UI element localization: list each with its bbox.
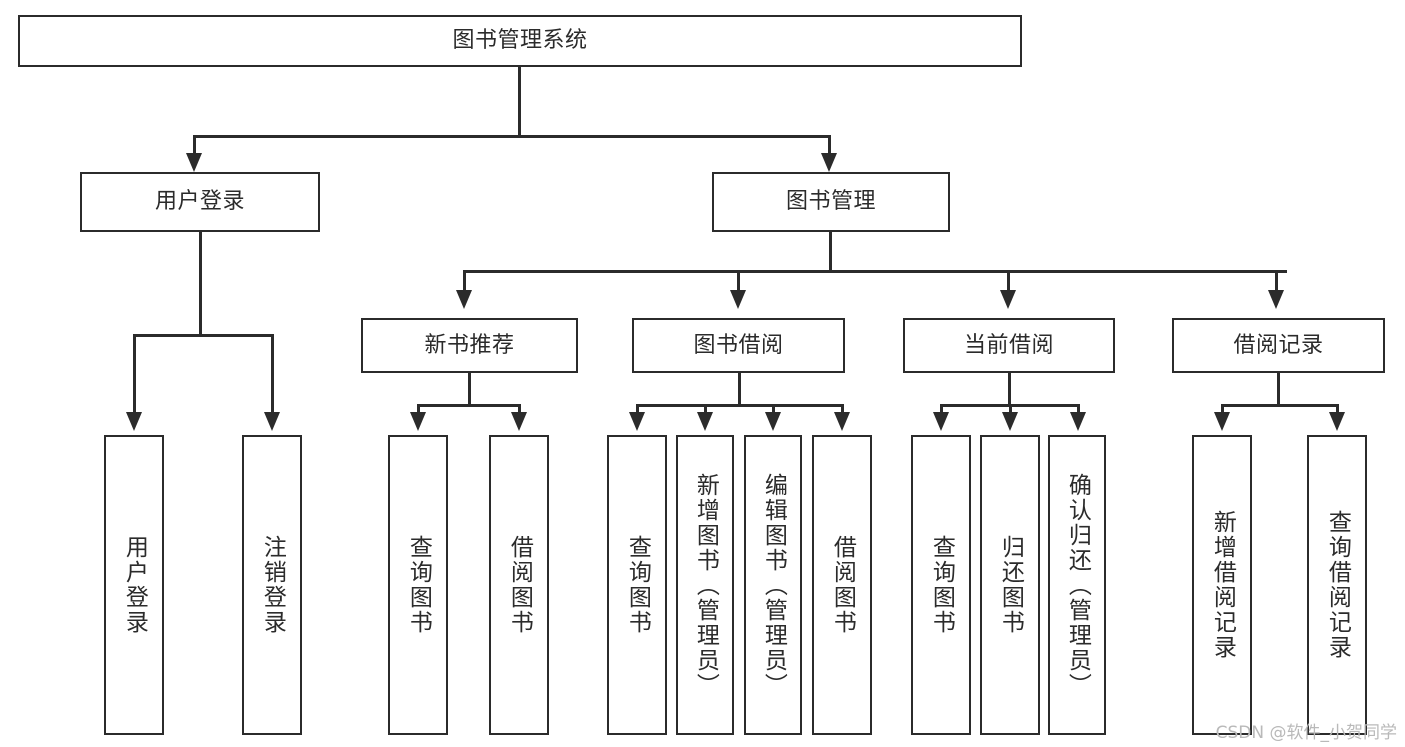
connector-book-manage-stem	[829, 232, 832, 272]
leaf-add-book-label: 新增图书（管理员）	[692, 472, 719, 698]
node-root[interactable]: 图书管理系统	[18, 15, 1022, 67]
leaf-return-book-label: 归还图书	[997, 535, 1024, 635]
connector-user-login-to-leaf1	[133, 334, 136, 419]
arrow-root-to-book-manage	[821, 153, 837, 172]
connector-br-to-leaf2	[1336, 404, 1339, 418]
arrow-bb-to-leaf2	[697, 412, 713, 431]
arrow-br-to-leaf2	[1329, 412, 1345, 431]
node-new-book-rec-label: 新书推荐	[424, 332, 515, 358]
connector-root-to-book-manage	[828, 135, 831, 161]
arrow-nbr-to-leaf2	[511, 412, 527, 431]
leaf-confirm-return[interactable]: 确认归还（管理员）	[1048, 435, 1106, 735]
node-root-label: 图书管理系统	[452, 28, 588, 54]
arrow-cb-to-leaf3	[1070, 412, 1086, 431]
leaf-logout-label: 注销登录	[259, 535, 286, 635]
connector-root-bus	[193, 135, 830, 138]
leaf-query-book-1-label: 查询图书	[405, 535, 432, 635]
connector-cb-to-leaf2	[1009, 404, 1012, 418]
arrow-bm-to-borrow-record	[1268, 290, 1284, 309]
leaf-query-book-3-label: 查询图书	[928, 535, 955, 635]
leaf-return-book[interactable]: 归还图书	[980, 435, 1040, 735]
leaf-edit-book-label: 编辑图书（管理员）	[760, 472, 787, 698]
connector-bb-bus	[636, 404, 841, 407]
node-book-manage[interactable]: 图书管理	[712, 172, 950, 232]
arrow-root-to-user-login	[186, 153, 202, 172]
node-current-borrow-label: 当前借阅	[963, 332, 1054, 358]
connector-user-login-to-leaf2	[271, 334, 274, 419]
connector-root-stem	[518, 67, 521, 137]
leaf-query-book-2-label: 查询图书	[624, 535, 651, 635]
node-new-book-rec[interactable]: 新书推荐	[361, 318, 578, 373]
leaf-logout[interactable]: 注销登录	[242, 435, 302, 735]
leaf-user-login[interactable]: 用户登录	[104, 435, 164, 735]
node-borrow-record-label: 借阅记录	[1233, 332, 1324, 358]
connector-bb-to-leaf1	[636, 404, 639, 418]
leaf-add-record[interactable]: 新增借阅记录	[1192, 435, 1252, 735]
leaf-query-record[interactable]: 查询借阅记录	[1307, 435, 1367, 735]
leaf-borrow-book-2-label: 借阅图书	[829, 535, 856, 635]
leaf-edit-book[interactable]: 编辑图书（管理员）	[744, 435, 802, 735]
node-user-login-label: 用户登录	[154, 189, 245, 215]
leaf-add-book[interactable]: 新增图书（管理员）	[676, 435, 734, 735]
arrow-bm-to-current-borrow	[1000, 290, 1016, 309]
connector-cb-to-leaf1	[940, 404, 943, 418]
connector-nbr-to-leaf2	[518, 404, 521, 418]
connector-bb-stem	[738, 373, 741, 406]
node-book-borrow-label: 图书借阅	[693, 332, 784, 358]
connector-book-manage-bus	[463, 270, 1287, 273]
connector-br-bus	[1221, 404, 1339, 407]
arrow-bb-to-leaf4	[834, 412, 850, 431]
node-current-borrow[interactable]: 当前借阅	[903, 318, 1115, 373]
connector-root-to-user-login	[193, 135, 196, 161]
connector-user-login-stem	[199, 232, 202, 336]
node-book-borrow[interactable]: 图书借阅	[632, 318, 845, 373]
leaf-add-record-label: 新增借阅记录	[1209, 510, 1236, 660]
connector-bm-to-new-book-rec	[463, 270, 466, 298]
connector-cb-stem	[1008, 373, 1011, 406]
arrow-bb-to-leaf3	[765, 412, 781, 431]
leaf-query-book-3[interactable]: 查询图书	[911, 435, 971, 735]
arrow-user-login-to-leaf1	[126, 412, 142, 431]
connector-bm-to-current-borrow	[1007, 270, 1010, 298]
leaf-query-book-1[interactable]: 查询图书	[388, 435, 448, 735]
node-borrow-record[interactable]: 借阅记录	[1172, 318, 1385, 373]
connector-bb-to-leaf3	[772, 404, 775, 418]
connector-user-login-bus	[133, 334, 272, 337]
connector-bm-to-borrow-record	[1275, 270, 1278, 298]
connector-nbr-to-leaf1	[417, 404, 420, 418]
leaf-query-record-label: 查询借阅记录	[1324, 510, 1351, 660]
connector-br-stem	[1277, 373, 1280, 406]
arrow-cb-to-leaf1	[933, 412, 949, 431]
leaf-confirm-return-label: 确认归还（管理员）	[1064, 472, 1091, 698]
leaf-borrow-book-2[interactable]: 借阅图书	[812, 435, 872, 735]
leaf-borrow-book-1-label: 借阅图书	[506, 535, 533, 635]
connector-nbr-bus	[417, 404, 521, 407]
connector-nbr-stem	[468, 373, 471, 406]
connector-bb-to-leaf4	[841, 404, 844, 418]
connector-br-to-leaf1	[1221, 404, 1224, 418]
arrow-nbr-to-leaf1	[410, 412, 426, 431]
node-book-manage-label: 图书管理	[785, 189, 876, 215]
connector-bm-to-book-borrow	[737, 270, 740, 298]
arrow-bb-to-leaf1	[629, 412, 645, 431]
arrow-bm-to-book-borrow	[730, 290, 746, 309]
arrow-user-login-to-leaf2	[264, 412, 280, 431]
arrow-br-to-leaf1	[1214, 412, 1230, 431]
connector-cb-to-leaf3	[1077, 404, 1080, 418]
leaf-borrow-book-1[interactable]: 借阅图书	[489, 435, 549, 735]
leaf-user-login-label: 用户登录	[121, 535, 148, 635]
arrow-bm-to-new-book-rec	[456, 290, 472, 309]
arrow-cb-to-leaf2	[1002, 412, 1018, 431]
leaf-query-book-2[interactable]: 查询图书	[607, 435, 667, 735]
connector-bb-to-leaf2	[704, 404, 707, 418]
node-user-login[interactable]: 用户登录	[80, 172, 320, 232]
